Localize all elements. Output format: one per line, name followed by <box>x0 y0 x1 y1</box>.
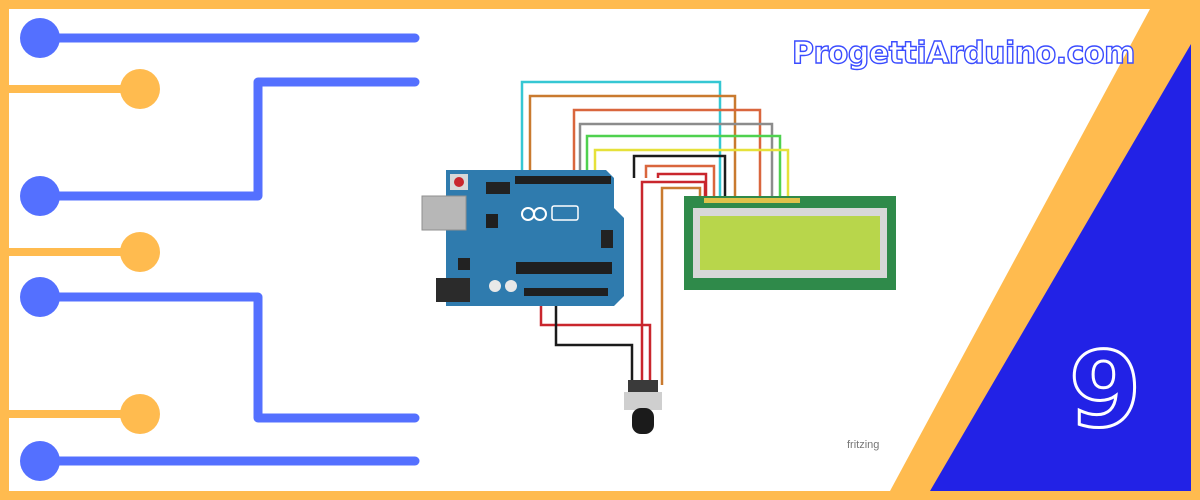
circuit-traces-icon <box>0 33 420 466</box>
lcd-16x2-icon <box>684 196 896 290</box>
blue-panel <box>930 44 1191 491</box>
arduino-uno-icon <box>421 170 624 306</box>
part-number-badge: 9 <box>1067 329 1142 452</box>
site-title: ProgettiArduino.com <box>791 35 1136 71</box>
fritzing-credit: fritzing <box>847 439 880 451</box>
potentiometer-icon <box>624 380 662 434</box>
circuit-node-dots <box>20 18 160 481</box>
breadboard-wires <box>520 80 790 385</box>
